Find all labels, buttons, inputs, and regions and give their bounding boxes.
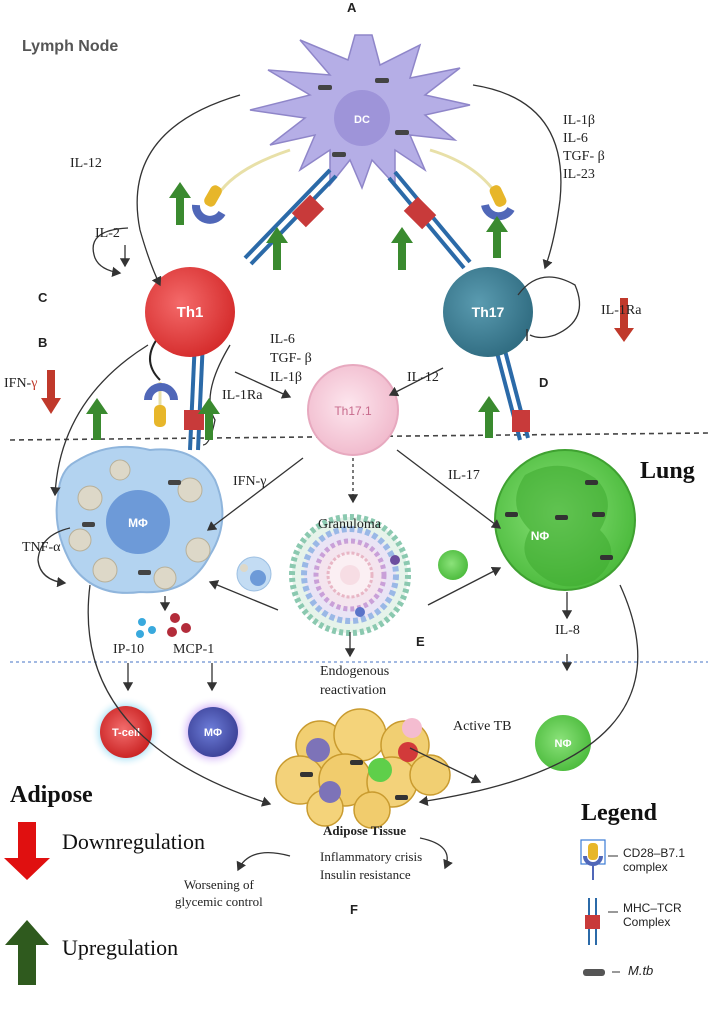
th17-label: Th17 xyxy=(472,304,505,320)
granuloma xyxy=(289,514,411,636)
worsening-label: Worsening of glycemic control xyxy=(175,877,263,909)
macrophage2-cell xyxy=(188,707,238,757)
active-tb-label: Active TB xyxy=(453,719,512,734)
il1ra-inhibition-path xyxy=(202,344,231,446)
th17-1-cell xyxy=(307,364,399,456)
neutrophil-cell xyxy=(494,449,636,591)
neutrophil2-cell xyxy=(535,715,591,771)
il2-label: IL-2 xyxy=(95,226,120,241)
ifn-gamma-mid-label: IFN-γ xyxy=(233,474,267,489)
th1-cell xyxy=(145,267,235,357)
autocrine-loops xyxy=(37,276,581,588)
il12-mid-label: IL-12 xyxy=(407,370,439,385)
neutrophil2-label: NΦ xyxy=(555,738,572,750)
il17-label: IL-17 xyxy=(448,468,480,483)
th1-label: Th1 xyxy=(177,304,204,321)
th1-to-th171-cytokines: IL-6 TGF- β IL-1β xyxy=(270,332,312,385)
tnf-alpha-label: TNF-α xyxy=(22,540,61,555)
panel-letter-e: E xyxy=(416,634,425,649)
il12-left-label: IL-12 xyxy=(70,156,102,171)
dc-label: DC xyxy=(354,114,370,126)
downregulation-arrows xyxy=(41,298,634,414)
th17-cell xyxy=(443,267,533,357)
ip10-label: IP-10 xyxy=(113,642,145,657)
adipose-title: Adipose xyxy=(10,782,93,808)
macrophage2-label: MΦ xyxy=(204,727,222,739)
legend-downregulation-label: Downregulation xyxy=(62,829,205,854)
legend-up-arrow xyxy=(5,920,49,985)
dc-th17-receptors xyxy=(387,148,515,270)
legend-mtb-icon xyxy=(583,969,605,976)
adipose-tissue-label: Adipose Tissue xyxy=(323,823,406,838)
il1ra-mid-label: IL-1Ra xyxy=(222,388,263,403)
panel-letter-c: C xyxy=(38,290,48,305)
macrophage-cell xyxy=(55,445,224,594)
small-neutrophil xyxy=(438,550,468,580)
legend-title: Legend xyxy=(581,800,658,826)
upregulation-arrows xyxy=(86,182,508,440)
endogenous-reactivation-label: Endogenous reactivation xyxy=(320,664,390,698)
legend-cd28-icon xyxy=(580,839,606,880)
panel-letter-d: D xyxy=(539,375,549,390)
neutrophil-label: NΦ xyxy=(531,529,550,543)
mcp1-chemokine xyxy=(167,613,191,637)
dc-cytokines-list: IL-1β IL-6 TGF- β IL-23 xyxy=(563,113,605,182)
t-cell xyxy=(100,706,152,758)
legend-cd28-label: CD28–B7.1 complex xyxy=(623,846,686,874)
legend-mtb-label: M.tb xyxy=(628,963,654,978)
legend-mhc-icon xyxy=(585,898,600,945)
th17-1-label: Th17.1 xyxy=(334,404,372,418)
panel-letter-f: F xyxy=(350,902,358,917)
mcp1-label: MCP-1 xyxy=(173,642,215,657)
lung-title: Lung xyxy=(640,458,695,484)
legend-mhc-label: MHC–TCR Complex xyxy=(623,901,682,929)
il1ra-right-label: IL-1Ra xyxy=(601,303,642,318)
t-cell-label: T-cell xyxy=(112,727,140,739)
pathway-arrows xyxy=(50,84,639,872)
legend-upregulation-label: Upregulation xyxy=(62,935,179,960)
lymph-node-title: Lymph Node xyxy=(22,38,119,55)
small-macrophage xyxy=(236,556,272,592)
ifn-gamma-left-label: IFN-γ xyxy=(4,376,38,391)
panel-letter-b: B xyxy=(38,335,48,350)
th17-neutrophil-receptors xyxy=(493,342,530,441)
adipose-tissue xyxy=(275,708,451,829)
dendritic-cell xyxy=(249,34,471,191)
inflammatory-label: Inflammatory crisis Insulin resistance xyxy=(320,849,423,882)
granuloma-label: Granuloma xyxy=(318,517,381,532)
il8-label: IL-8 xyxy=(555,623,580,638)
panel-letter-a: A xyxy=(347,0,357,15)
macrophage-label: MΦ xyxy=(128,516,148,530)
th1-macrophage-receptors xyxy=(144,334,205,451)
ip10-chemokine xyxy=(136,618,156,638)
legend-down-arrow xyxy=(4,822,50,880)
dc-th1-receptors xyxy=(192,148,338,266)
